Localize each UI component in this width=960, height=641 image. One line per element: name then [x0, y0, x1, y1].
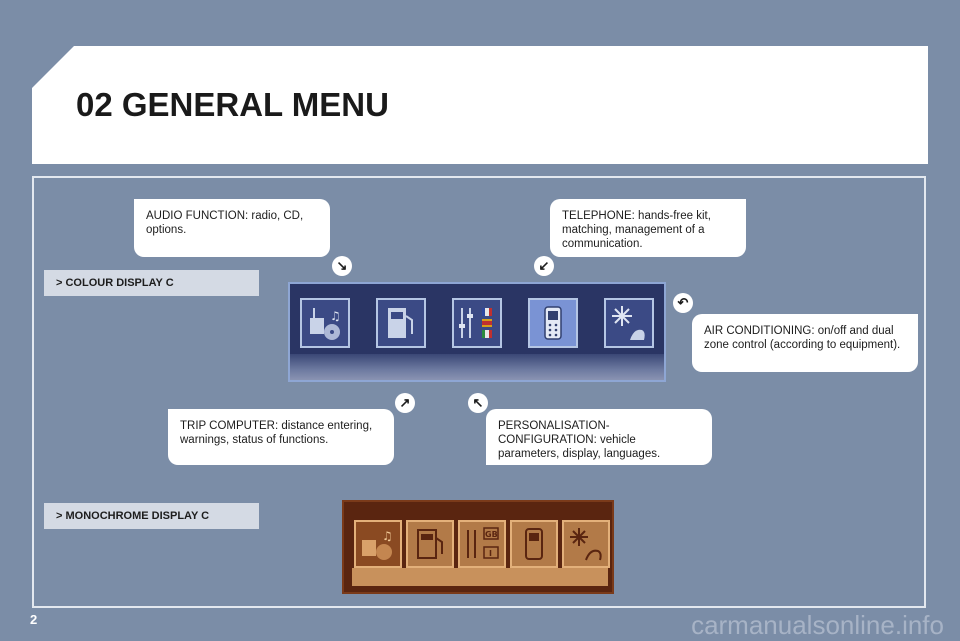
svg-text:♫: ♫	[330, 309, 341, 323]
fuel-pump-icon[interactable]	[406, 520, 454, 568]
colour-display-tag: > COLOUR DISPLAY C	[44, 270, 259, 296]
telephone-icon[interactable]	[528, 298, 578, 348]
air-callout: AIR CONDITIONING: on/off and dual zone c…	[692, 314, 918, 372]
svg-text:♫: ♫	[382, 529, 393, 543]
trip-callout: TRIP COMPUTER: distance entering, warnin…	[168, 409, 394, 465]
telephone-icon[interactable]	[510, 520, 558, 568]
header-banner	[32, 46, 928, 164]
page-number: 2	[30, 612, 38, 627]
fuel-pump-icon[interactable]	[376, 298, 426, 348]
mono-screen-status-bar	[352, 568, 608, 586]
settings-sliders-icon[interactable]	[452, 298, 502, 348]
watermark: carmanualsonline.info	[691, 610, 944, 640]
arrow-up-right-icon: ↗	[395, 393, 415, 413]
mono-display-screen: ♫ GB I	[342, 500, 614, 594]
arrow-down-left-icon: ↙	[534, 256, 554, 276]
arrow-back-icon: ↶	[673, 293, 693, 313]
settings-sliders-icon[interactable]: GB I	[458, 520, 506, 568]
content-panel	[32, 176, 926, 608]
arrow-down-right-icon: ↘	[332, 256, 352, 276]
page-title: 02 GENERAL MENU	[76, 86, 389, 123]
air-conditioning-icon[interactable]	[562, 520, 610, 568]
audio-icon[interactable]: ♫	[354, 520, 402, 568]
arrow-up-left-icon: ↖	[468, 393, 488, 413]
audio-callout: AUDIO FUNCTION: radio, CD, options.	[134, 199, 330, 257]
audio-icon[interactable]: ♫	[300, 298, 350, 348]
mono-display-tag: > MONOCHROME DISPLAY C	[44, 503, 259, 529]
language-badge-bottom: I	[489, 549, 492, 558]
colour-screen-status-bar	[290, 354, 664, 380]
telephone-callout: TELEPHONE: hands-free kit, matching, man…	[550, 199, 746, 257]
colour-display-screen: ♫	[288, 282, 666, 382]
language-badge-top: GB	[485, 530, 498, 539]
personalisation-callout: PERSONALISATION-CONFIGURATION: vehicle p…	[486, 409, 712, 465]
air-conditioning-icon[interactable]	[604, 298, 654, 348]
